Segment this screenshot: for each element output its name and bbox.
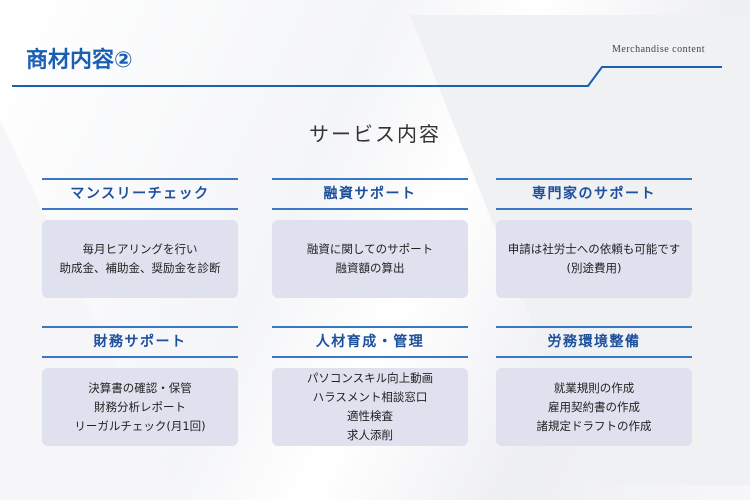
service-card: マンスリーチェック毎月ヒアリングを行い助成金、補助金、奨励金を診断 (42, 178, 238, 298)
service-card-line: 適性検査 (347, 409, 393, 423)
section-title: サービス内容 (309, 122, 441, 146)
service-card: 融資サポート融資に関してのサポート融資額の算出 (272, 178, 468, 298)
service-card-body: パソコンスキル向上動画ハラスメント相談窓口適性検査求人添削 (272, 368, 468, 446)
service-card-line: 融資額の算出 (335, 261, 405, 275)
service-card: 専門家のサポート申請は社労士への依頼も可能です (別途費用) (496, 178, 692, 298)
service-card-body: 融資に関してのサポート融資額の算出 (272, 220, 468, 298)
service-card-title: マンスリーチェック (42, 178, 238, 210)
page-title: 商材内容② (26, 48, 133, 73)
service-card-title: 人材育成・管理 (272, 326, 468, 358)
service-card-line: 申請は社労士への依頼も可能です (507, 242, 681, 256)
title-underline (12, 66, 722, 87)
service-card-body: 就業規則の作成雇用契約書の作成諸規定ドラフトの作成 (496, 368, 692, 446)
page-subtitle: Merchandise content (612, 44, 706, 55)
service-card-title: 専門家のサポート (496, 178, 692, 210)
service-card-line: 決算書の確認・保管 (88, 380, 192, 395)
service-card: 労務環境整備就業規則の作成雇用契約書の作成諸規定ドラフトの作成 (496, 326, 692, 446)
service-card-line: 就業規則の作成 (553, 380, 635, 395)
service-card-title: 融資サポート (272, 178, 468, 210)
service-card-body: 決算書の確認・保管財務分析レポートリーガルチェック(月1回) (42, 368, 238, 446)
service-card: 人材育成・管理パソコンスキル向上動画ハラスメント相談窓口適性検査求人添削 (272, 326, 468, 446)
service-card-title: 労務環境整備 (496, 326, 692, 358)
service-card-body: 毎月ヒアリングを行い助成金、補助金、奨励金を診断 (42, 220, 238, 298)
service-card-title: 財務サポート (42, 326, 238, 358)
service-card-line: パソコンスキル向上動画 (306, 371, 434, 385)
service-card-body: 申請は社労士への依頼も可能です (別途費用) (496, 220, 692, 298)
service-card-line: 雇用契約書の作成 (548, 399, 640, 414)
service-card-line: 融資に関してのサポート (306, 242, 434, 256)
service-card-line: 毎月ヒアリングを行い (82, 242, 198, 256)
service-card-line: 助成金、補助金、奨励金を診断 (59, 261, 221, 275)
service-card-line: 求人添削 (347, 428, 393, 442)
service-card-line: (別途費用) (566, 261, 622, 275)
service-card-line: 諸規定ドラフトの作成 (536, 418, 652, 433)
service-card-line: 財務分析レポート (94, 399, 186, 414)
service-card-line: リーガルチェック(月1回) (74, 418, 206, 433)
service-card-line: ハラスメント相談窓口 (312, 390, 428, 404)
service-card: 財務サポート決算書の確認・保管財務分析レポートリーガルチェック(月1回) (42, 326, 238, 446)
